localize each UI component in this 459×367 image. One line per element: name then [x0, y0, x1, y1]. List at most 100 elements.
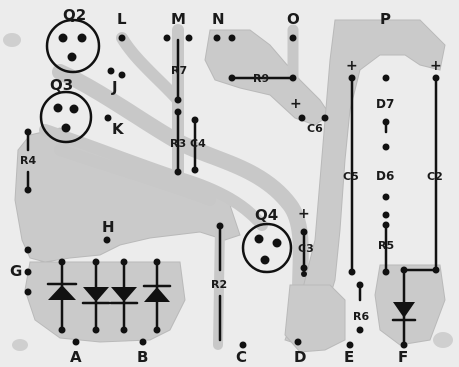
label-terminal-f: F — [398, 348, 408, 366]
pad — [382, 193, 390, 201]
label-terminal-p: P — [380, 10, 391, 28]
pad — [228, 74, 236, 82]
pad — [24, 128, 32, 136]
pad — [61, 123, 71, 133]
label-r4: R4 — [20, 154, 36, 167]
label-terminal-l: L — [117, 10, 127, 28]
label-r5: R5 — [378, 239, 394, 252]
pad — [298, 114, 306, 122]
trace-blob — [3, 33, 21, 47]
diode-f-body — [393, 302, 415, 318]
trace-blob — [433, 332, 453, 348]
label-r6: R6 — [353, 310, 369, 323]
diode-2-body — [83, 287, 109, 302]
pad — [24, 246, 32, 254]
pad-D — [294, 338, 302, 346]
label-r9: R9 — [253, 72, 269, 85]
pad — [104, 114, 112, 122]
pad — [254, 234, 264, 244]
label-terminal-d: D — [294, 348, 306, 366]
pad-F — [400, 341, 408, 349]
label-terminal-a: A — [70, 348, 82, 366]
label-terminal-j: J — [111, 78, 118, 96]
pad — [382, 211, 390, 219]
pad-N — [213, 34, 221, 42]
pad — [382, 268, 390, 276]
pad — [58, 326, 66, 334]
plus-mark-c6: + — [290, 96, 302, 112]
pad — [348, 74, 356, 82]
pad-L — [118, 34, 126, 42]
diode-4-body — [144, 287, 170, 302]
pad — [356, 326, 364, 334]
pad-B — [139, 338, 147, 346]
pad — [77, 33, 87, 43]
label-c3: C3 — [298, 242, 314, 255]
label-r7: R7 — [171, 64, 187, 77]
pad — [92, 326, 100, 334]
pad — [382, 221, 390, 229]
pad — [382, 143, 390, 151]
trace-bottom-right — [284, 284, 346, 353]
label-d6: D6 — [376, 169, 394, 183]
transistor-q2-outline — [45, 18, 101, 74]
diode-1-body — [48, 285, 76, 300]
label-c4: C4 — [190, 137, 206, 150]
pad — [92, 258, 100, 266]
label-terminal-m: M — [171, 10, 186, 28]
plus-mark-c3: + — [298, 206, 310, 222]
components — [24, 18, 440, 349]
diode-3-body — [111, 287, 137, 302]
trace-curve-h — [54, 144, 216, 206]
pad — [272, 238, 282, 248]
pad — [153, 258, 161, 266]
trace-curve-upper — [52, 64, 309, 298]
trace-right-area — [284, 19, 446, 346]
label-terminal-k: K — [112, 120, 125, 138]
trace-blob — [12, 339, 28, 351]
pad — [69, 104, 79, 114]
pad-E — [346, 341, 354, 349]
plus-mark-c5: + — [346, 58, 358, 74]
pad — [67, 52, 77, 62]
pad — [191, 166, 199, 174]
pad — [120, 326, 128, 334]
label-c6: C6 — [307, 122, 323, 135]
pad — [216, 222, 224, 230]
pad-P — [382, 74, 390, 82]
pad — [356, 281, 364, 289]
pad — [174, 108, 182, 116]
label-r3: R3 — [170, 137, 186, 150]
label-q4: Q4 — [255, 206, 278, 224]
pad — [163, 34, 171, 42]
pad — [185, 34, 193, 42]
pad — [107, 67, 115, 75]
pad-C — [239, 341, 247, 349]
label-terminal-h: H — [102, 218, 115, 236]
pad — [24, 288, 32, 296]
label-terminal-o: O — [287, 10, 300, 28]
label-r2: R2 — [211, 278, 227, 291]
pad — [58, 33, 68, 43]
pad — [300, 228, 308, 236]
pad — [174, 96, 182, 104]
pad — [260, 255, 270, 265]
pad — [228, 34, 236, 42]
pad-O — [289, 34, 297, 42]
label-terminal-e: E — [344, 348, 354, 366]
label-terminal-g: G — [10, 262, 22, 280]
diode-bridge — [46, 258, 172, 334]
pad — [120, 258, 128, 266]
transistor-q4-outline — [241, 222, 293, 274]
pad — [153, 326, 161, 334]
pad-A — [72, 338, 80, 346]
pad — [289, 74, 297, 82]
label-q3: Q3 — [50, 76, 73, 94]
plus-mark-c2: + — [430, 58, 442, 74]
pad — [174, 168, 182, 176]
pad — [382, 118, 390, 126]
label-terminal-c: C — [236, 348, 247, 366]
labels: Q2 Q3 Q4 L M N O P J K H G A B C D E F R… — [10, 6, 443, 366]
